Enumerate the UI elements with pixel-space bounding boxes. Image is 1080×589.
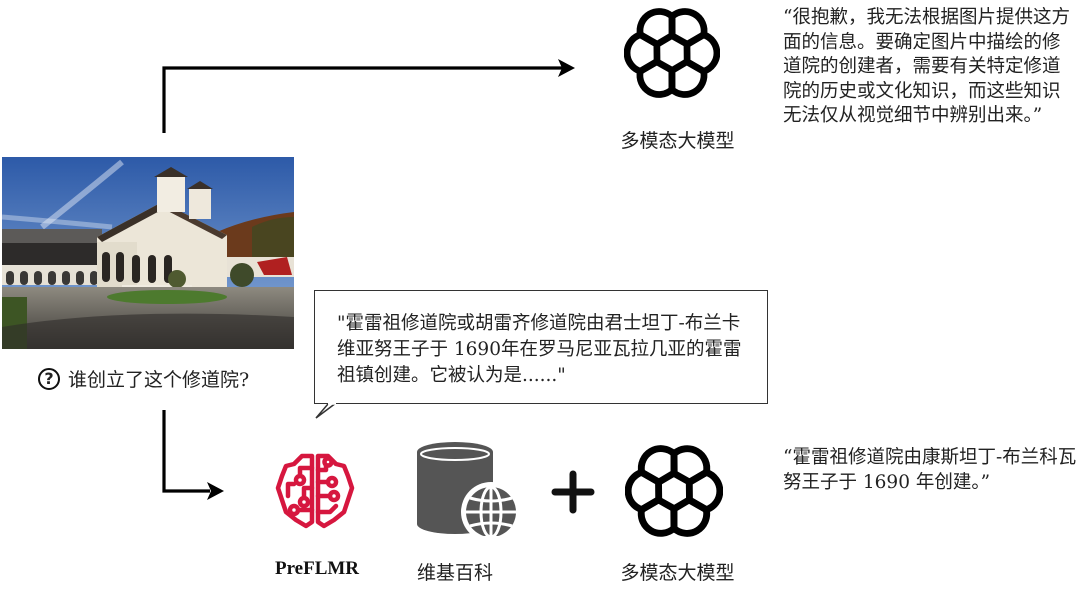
top-arrow-head (558, 59, 575, 77)
openai-logo-icon (624, 8, 720, 98)
plus-icon (551, 470, 595, 514)
retriever-label: PreFLMR (274, 558, 360, 579)
question-prompt: ? 谁创立了这个修道院? (38, 365, 249, 392)
retrieved-passage-bubble: "霍雷祖修道院或胡雷齐修道院由君士坦丁-布兰卡维亚努王子于 1690年在罗马尼亚… (314, 290, 768, 404)
bubble-tail (315, 402, 337, 419)
bottom-model-label: 多模态大模型 (620, 562, 735, 584)
openai-logo-icon (625, 445, 723, 537)
retrieved-passage-text: "霍雷祖修道院或胡雷齐修道院由君士坦丁-布兰卡维亚努王子于 1690年在罗马尼亚… (337, 313, 742, 386)
monastery-photo (2, 157, 294, 349)
question-text: 谁创立了这个修道院? (68, 369, 250, 391)
bottom-arrow-head (207, 482, 224, 500)
database-globe-icon (417, 442, 521, 536)
rag-model-response: “霍雷祖修道院由康斯坦丁-布兰科瓦努王子于 1690 年创建。” (783, 447, 1077, 493)
brain-circuit-icon (275, 453, 355, 529)
bottom-arrow (162, 410, 210, 493)
top-model-response: “很抱歉，我无法根据图片提供这方面的信息。要确定图片中描绘的修道院的创建者，需要… (783, 7, 1070, 126)
knowledge-base-label: 维基百科 (416, 562, 493, 584)
top-arrow (162, 66, 562, 133)
top-model-label: 多模态大模型 (620, 130, 735, 152)
question-circle-icon: ? (38, 367, 60, 390)
